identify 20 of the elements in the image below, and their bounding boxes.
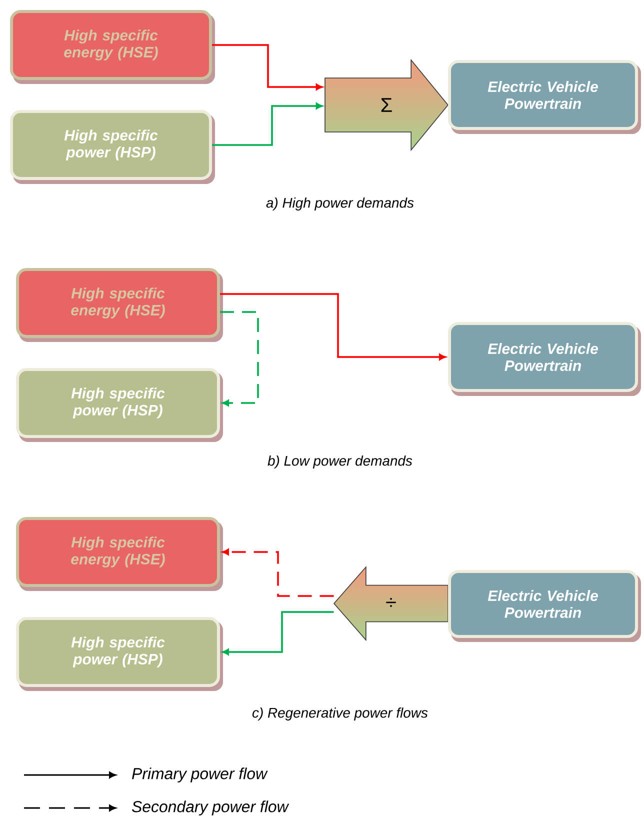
arrow — [222, 611, 334, 656]
rounded-box: High specific power (HSP) — [10, 110, 215, 184]
legend-text: Secondary power flow — [132, 800, 290, 816]
rounded-box: High specific power (HSP) — [16, 617, 223, 691]
arrow — [212, 102, 323, 146]
arrow — [220, 293, 446, 360]
caption: b) Low power demands — [268, 456, 412, 468]
rounded-box: Electric Vehicle Powertrain — [448, 60, 641, 134]
rounded-box: Electric Vehicle Powertrain — [448, 570, 641, 642]
rounded-box: Electric Vehicle Powertrain — [448, 322, 641, 396]
rounded-box: High specific power (HSP) — [16, 368, 223, 442]
caption: c) Regenerative power flows — [252, 708, 428, 720]
arrow — [220, 311, 259, 406]
rounded-box: High specific energy (HSE) — [10, 10, 215, 84]
arrow — [222, 548, 334, 597]
legend-text: Primary power flow — [132, 768, 268, 782]
arrow — [212, 44, 323, 90]
rounded-box: High specific energy (HSE) — [16, 268, 223, 342]
caption: a) High power demands — [266, 198, 414, 210]
rounded-box: High specific energy (HSE) — [16, 517, 223, 591]
